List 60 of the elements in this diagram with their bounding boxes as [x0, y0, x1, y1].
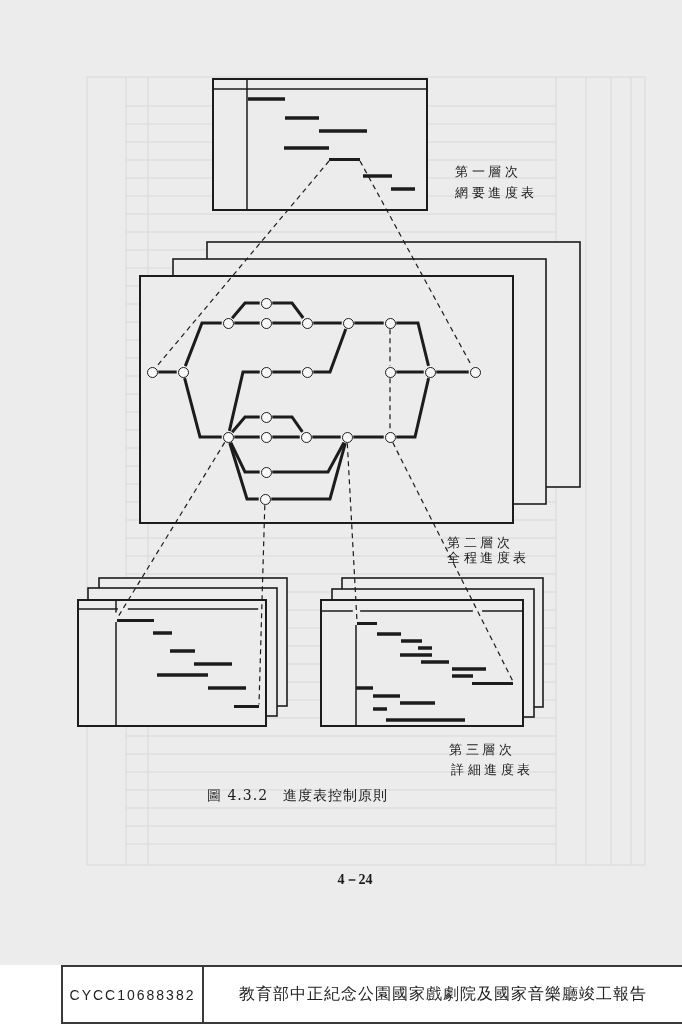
dashed-line	[389, 328, 391, 367]
connector-line	[353, 435, 384, 439]
connector-line	[396, 370, 424, 374]
report-title: 教育部中正紀念公園國家戲劇院及國家音樂廳竣工報告	[202, 967, 682, 1022]
circle-node	[469, 366, 481, 378]
circle-node	[177, 366, 189, 378]
page-number: 4－24	[336, 873, 374, 887]
connector-line	[229, 442, 260, 474]
connector-line	[272, 441, 346, 474]
circle-node	[342, 317, 354, 329]
connector-line	[183, 377, 222, 439]
level-label: 詳細進度表	[451, 763, 534, 776]
connector-line	[234, 435, 260, 439]
level-label: 第一層次	[455, 165, 521, 178]
figure-caption: 圖 4.3.2 進度表控制原則	[207, 788, 389, 802]
connector-line	[354, 321, 384, 325]
circle-node	[146, 366, 158, 378]
connector-line	[312, 435, 341, 439]
circle-node	[260, 297, 272, 309]
connector-line	[436, 370, 469, 374]
circle-node	[384, 317, 396, 329]
archive-id: CYCC10688382	[61, 967, 202, 1022]
circle-node	[260, 366, 272, 378]
circle-node	[260, 317, 272, 329]
connector-line	[272, 415, 304, 433]
level-label: 第三層次	[449, 743, 515, 756]
level-label: 網要進度表	[455, 186, 538, 199]
level-label: 第二層次	[447, 536, 513, 549]
circle-node	[260, 411, 272, 423]
level-label: 全程進度表	[447, 551, 530, 564]
circle-node	[260, 431, 272, 443]
circle-node	[222, 317, 234, 329]
connector-line	[396, 321, 430, 367]
circle-node	[301, 317, 313, 329]
connector-line	[230, 415, 260, 434]
connector-line	[227, 370, 260, 432]
connector-line	[271, 442, 347, 501]
circle-node	[259, 493, 271, 505]
circle-node	[384, 366, 396, 378]
connector-line	[234, 321, 260, 325]
connector-line	[272, 370, 301, 374]
schedule-sheet	[139, 275, 514, 524]
connector-line	[230, 301, 260, 320]
circle-node	[260, 466, 272, 478]
connector-line	[313, 328, 348, 374]
circle-node	[384, 431, 396, 443]
circle-node	[300, 431, 312, 443]
connector-line	[272, 321, 301, 325]
dashed-line	[155, 160, 330, 368]
connector-line	[228, 442, 259, 501]
circle-node	[424, 366, 436, 378]
circle-node	[222, 431, 234, 443]
connector-line	[272, 301, 305, 319]
connector-line	[183, 321, 222, 367]
connector-line	[313, 321, 342, 325]
connector-line	[272, 435, 300, 439]
circle-node	[341, 431, 353, 443]
connector-line	[158, 370, 177, 374]
circle-node	[301, 366, 313, 378]
connector-line	[396, 377, 431, 439]
